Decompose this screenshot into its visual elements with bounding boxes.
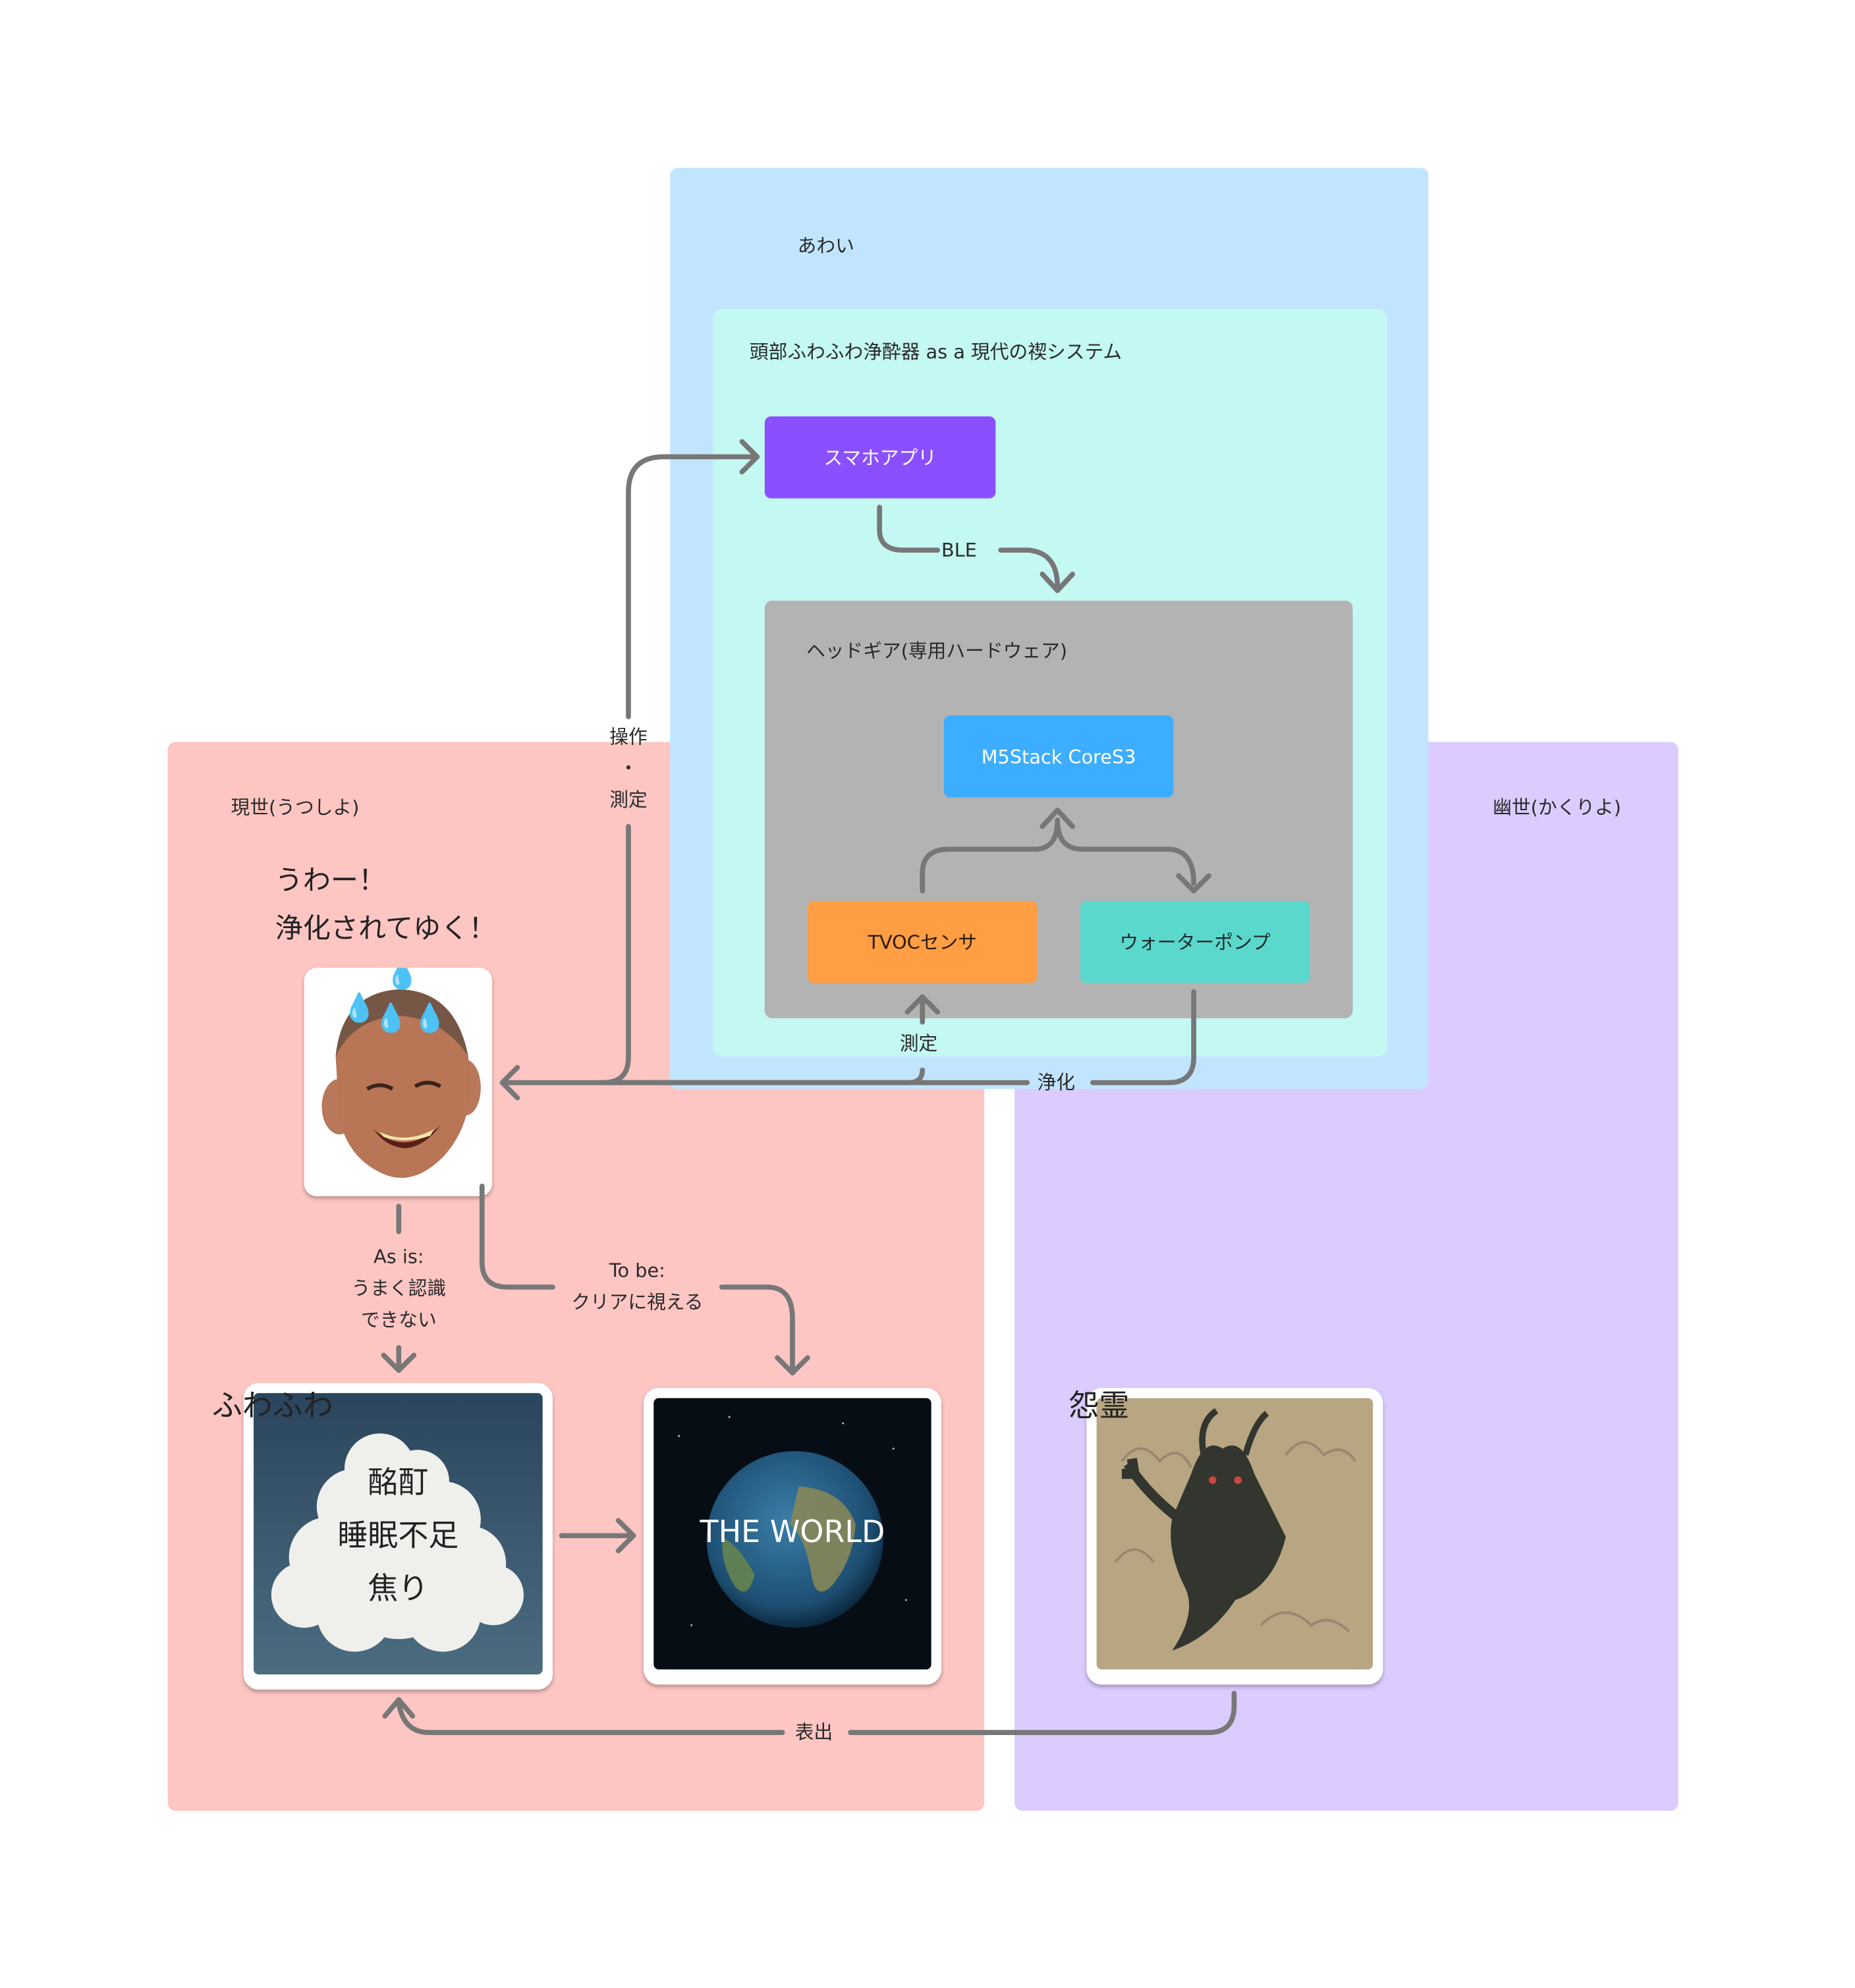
spirit-eye-right: [1234, 1476, 1242, 1484]
cause-sleep-deprivation: 睡眠不足: [337, 1518, 459, 1554]
mouth: [374, 1125, 441, 1149]
edge-label-as-is: As is: うまく認識 できない: [323, 1242, 474, 1337]
node-water-pump-label: ウォーターポンプ: [1119, 931, 1271, 954]
sweat-drop-icon: 💧: [374, 1003, 408, 1035]
node-tvoc-sensor[interactable]: TVOCセンサ: [807, 900, 1038, 983]
onryo-card[interactable]: [1086, 1388, 1383, 1685]
sweat-drops: 💧 💧 💧 💧: [304, 968, 492, 1049]
teeth: [379, 1129, 434, 1141]
edge-label-as-is-3: できない: [360, 1308, 437, 1331]
edge-label-measure-upper: 測定: [609, 788, 648, 812]
spirit-horn-right: [1242, 1410, 1269, 1456]
edge-label-as-is-2: うまく認識: [351, 1277, 447, 1300]
edge-label-to-be: To be: クリアに視える: [555, 1256, 719, 1319]
world-text: THE WORLD: [700, 1514, 885, 1550]
node-tvoc-sensor-label: TVOCセンサ: [868, 931, 978, 954]
region-system-label: 頭部ふわふわ浄酔器 as a 現代の禊システム: [749, 341, 1122, 364]
node-smartphone-app[interactable]: スマホアプリ: [764, 416, 996, 499]
region-headgear-label: ヘッドギア(専用ハードウェア): [806, 640, 1068, 663]
vengeful-spirit-image: [1096, 1398, 1373, 1670]
cause-drunk: 酩酊: [368, 1465, 429, 1501]
onryo-title: 怨霊: [1068, 1388, 1130, 1423]
earth-globe: [678, 1416, 907, 1628]
fuwafuwa-causes: 酩酊 睡眠不足 焦り: [254, 1456, 543, 1615]
node-smartphone-app-label: スマホアプリ: [823, 447, 937, 470]
speech-text: うわー！ 浄化されてゆく！: [275, 858, 497, 954]
continent-africa: [790, 1486, 856, 1592]
sweat-drop-icon: 💧: [342, 993, 377, 1025]
node-m5stack-label: M5Stack CoreS3: [981, 745, 1136, 768]
edge-label-operate: 操作: [609, 725, 648, 748]
speech-line-2: 浄化されてゆく！: [275, 913, 497, 945]
sweat-drop-icon: 💧: [385, 968, 420, 992]
sweat-drop-icon: 💧: [412, 1003, 447, 1035]
node-m5stack[interactable]: M5Stack CoreS3: [943, 715, 1174, 798]
eye-left: [366, 1083, 394, 1091]
cause-impatience: 焦り: [368, 1570, 429, 1607]
world-card[interactable]: THE WORLD: [643, 1388, 942, 1685]
fuwafuwa-title: ふわふわ: [211, 1388, 333, 1423]
edge-label-purify: 浄化: [1037, 1071, 1076, 1094]
spirit-horn-left: [1199, 1408, 1219, 1456]
edge-label-as-is-1: As is:: [374, 1245, 424, 1269]
spirit-eye-left: [1209, 1476, 1217, 1484]
face-shape: [335, 989, 471, 1178]
fuwafuwa-card[interactable]: 酩酊 睡眠不足 焦り: [243, 1383, 553, 1690]
person-face-illustration: [321, 989, 481, 1178]
speech-line-1: うわー！: [275, 866, 387, 897]
region-kakuriyo-label: 幽世(かくりよ): [1493, 796, 1622, 819]
region-awai-label: あわい: [797, 235, 854, 258]
hair-stubble: [335, 989, 468, 1057]
edge-label-manifest: 表出: [794, 1721, 833, 1744]
edge-label-to-be-1: To be:: [609, 1259, 665, 1283]
person-card[interactable]: 💧 💧 💧 💧: [304, 968, 493, 1196]
eye-right: [414, 1080, 442, 1088]
node-water-pump[interactable]: ウォーターポンプ: [1080, 900, 1310, 983]
earth-image: THE WORLD: [653, 1398, 931, 1670]
region-utsushiyo-label: 現世(うつしよ): [231, 796, 360, 819]
edge-label-ble: BLE: [941, 538, 977, 562]
spirit-body: [1171, 1445, 1286, 1651]
cloud-shape: [271, 1433, 524, 1652]
edge-label-to-be-2: クリアに視える: [571, 1290, 704, 1314]
edge-label-dot: ・: [619, 757, 638, 780]
spirit-arm: [1121, 1458, 1182, 1522]
cloud-image: 酩酊 睡眠不足 焦り: [254, 1393, 543, 1675]
spirit-illustration: [1114, 1408, 1356, 1651]
continent-americas: [722, 1537, 755, 1592]
edge-label-operate-measure: 操作 ・ 測定: [603, 722, 654, 817]
edge-label-measure: 測定: [899, 1032, 938, 1055]
